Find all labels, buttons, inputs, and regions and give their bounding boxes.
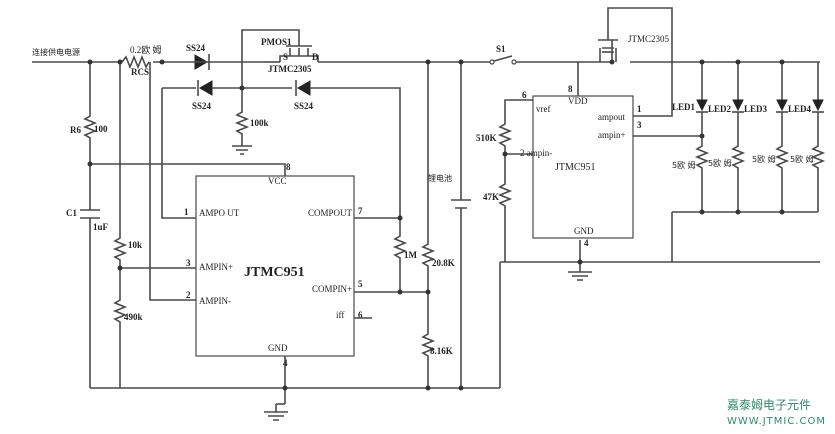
pmos1-part: JTMC2305 — [268, 64, 312, 74]
ss24-left-label: SS24 — [192, 101, 212, 111]
chip2-pin-ampinp: ampin+ — [598, 130, 626, 140]
watermark-company: 嘉泰姆电子元件 — [727, 398, 811, 412]
chip2-pin-gnd: GND — [574, 226, 594, 236]
chip1-pin-vcc: VCC — [268, 176, 287, 186]
chip1-pin-ampout-num: 1 — [184, 207, 189, 217]
pmos1-transistor — [230, 29, 319, 88]
chip2-pin-ampout: ampout — [598, 112, 625, 122]
chip1-pin-ampinn-num: 2 — [186, 290, 191, 300]
chip1-pin-vcc-num: 8 — [286, 162, 291, 172]
ss24-row — [161, 80, 401, 219]
led4-label: LED4 — [788, 104, 812, 114]
chip1-jtmc951: JTMC951 VCC 8 AMPO UT 1 AMPIN+ 3 AMPIN- … — [184, 162, 363, 368]
resistor-490k-label: 490k — [124, 312, 143, 322]
chip1-pin-iff: iff — [336, 310, 344, 320]
chip2-pin-ampout-num: 1 — [637, 104, 642, 114]
chip1-pin-ampinp-num: 3 — [186, 258, 191, 268]
c1-label: C1 — [66, 208, 77, 218]
chip1-pin-compout: COMPOUT — [308, 208, 353, 218]
chip2-jtmc951: JTMC951 vref 6 VDD 8 2 ampin- ampout 1 a… — [520, 62, 642, 248]
pmos2-part: JTMC2305 — [628, 34, 670, 44]
power-source-label: 连接供电电源 — [32, 47, 80, 57]
chip2-pin-ampinp-num: 3 — [637, 120, 642, 130]
chip2-pin-gnd-num: 4 — [584, 238, 589, 248]
resistor-1m-label: 1M — [404, 250, 418, 260]
chip1-name: JTMC951 — [244, 265, 305, 280]
ground-rail — [90, 387, 500, 421]
led3-label: LED3 — [744, 104, 768, 114]
pmos1-name: PMOS1 — [261, 37, 292, 47]
pmos2-transistor — [598, 7, 673, 117]
battery — [451, 62, 471, 388]
led1-label: LED1 — [672, 102, 696, 112]
chip2-pin-vref: vref — [536, 104, 551, 114]
led1-resistor-label: 5欧 姆 — [672, 160, 696, 170]
led2-resistor-label: 5欧 姆 — [708, 158, 732, 168]
r6-c1-branch — [80, 62, 286, 388]
rcs-value: 0.2欧 姆 — [130, 44, 162, 55]
chip2-pin-vref-num: 6 — [522, 90, 527, 100]
ss24-top-label: SS24 — [186, 43, 206, 53]
chip2-pin-ampinn: 2 ampin- — [520, 148, 552, 158]
chip2-left-wiring — [497, 99, 820, 388]
chip1-right-wiring — [284, 62, 436, 404]
chip1-pin-ampinn: AMPIN- — [199, 296, 231, 306]
chip1-pin-compout-num: 7 — [358, 206, 363, 216]
led3-resistor-label: 5欧 姆 — [752, 154, 776, 164]
switch-s1 — [489, 55, 517, 65]
resistor-100k-label: 100k — [250, 118, 269, 128]
led4-resistor-label: 5欧 姆 — [790, 154, 814, 164]
divider-10k-490k — [112, 62, 196, 388]
watermark: 嘉泰姆电子元件 WWW.JTMIC.COM — [727, 398, 826, 427]
pmos1-d: D — [312, 52, 319, 62]
source-label: 连接供电电源 — [32, 47, 80, 57]
battery-label: 锂电池 — [428, 173, 452, 183]
chip1-pin-compp-num: 5 — [358, 279, 363, 289]
r6-label: R6 — [70, 125, 81, 135]
ss24-mid-label: SS24 — [294, 101, 314, 111]
resistor-510k-label: 510K — [476, 133, 497, 143]
resistor-47k-label: 47K — [483, 192, 499, 202]
ss24-top-diode — [193, 54, 211, 70]
chip2-pin-vdd-num: 8 — [568, 84, 573, 94]
chip1-pin-ampinp: AMPIN+ — [199, 262, 233, 272]
junction-dots — [87, 59, 785, 391]
chip1-pin-iff-num: 6 — [358, 310, 363, 320]
pmos1-s: S — [283, 52, 288, 62]
resistor-20k-label: 20.8K — [432, 258, 455, 268]
watermark-url: WWW.JTMIC.COM — [727, 416, 826, 427]
resistor-8k-label: 8.16K — [430, 346, 453, 356]
resistor-100k — [232, 88, 252, 155]
chip1-pin-gnd: GND — [268, 343, 288, 353]
chip2-name: JTMC951 — [555, 162, 596, 173]
chip1-pin-compp: COMPIN+ — [312, 284, 352, 294]
rcs-label: RCS — [131, 67, 149, 77]
resistor-10k-label: 10k — [128, 240, 142, 250]
led2-label: LED2 — [708, 104, 732, 114]
switch-s1-label: S1 — [496, 44, 506, 54]
led-branches — [671, 62, 826, 262]
chip1-pin-ampout: AMPO UT — [199, 208, 240, 218]
chip2-pin-vdd: VDD — [568, 96, 588, 106]
c1-value: 1uF — [93, 222, 109, 232]
r6-value: 100 — [94, 124, 108, 134]
